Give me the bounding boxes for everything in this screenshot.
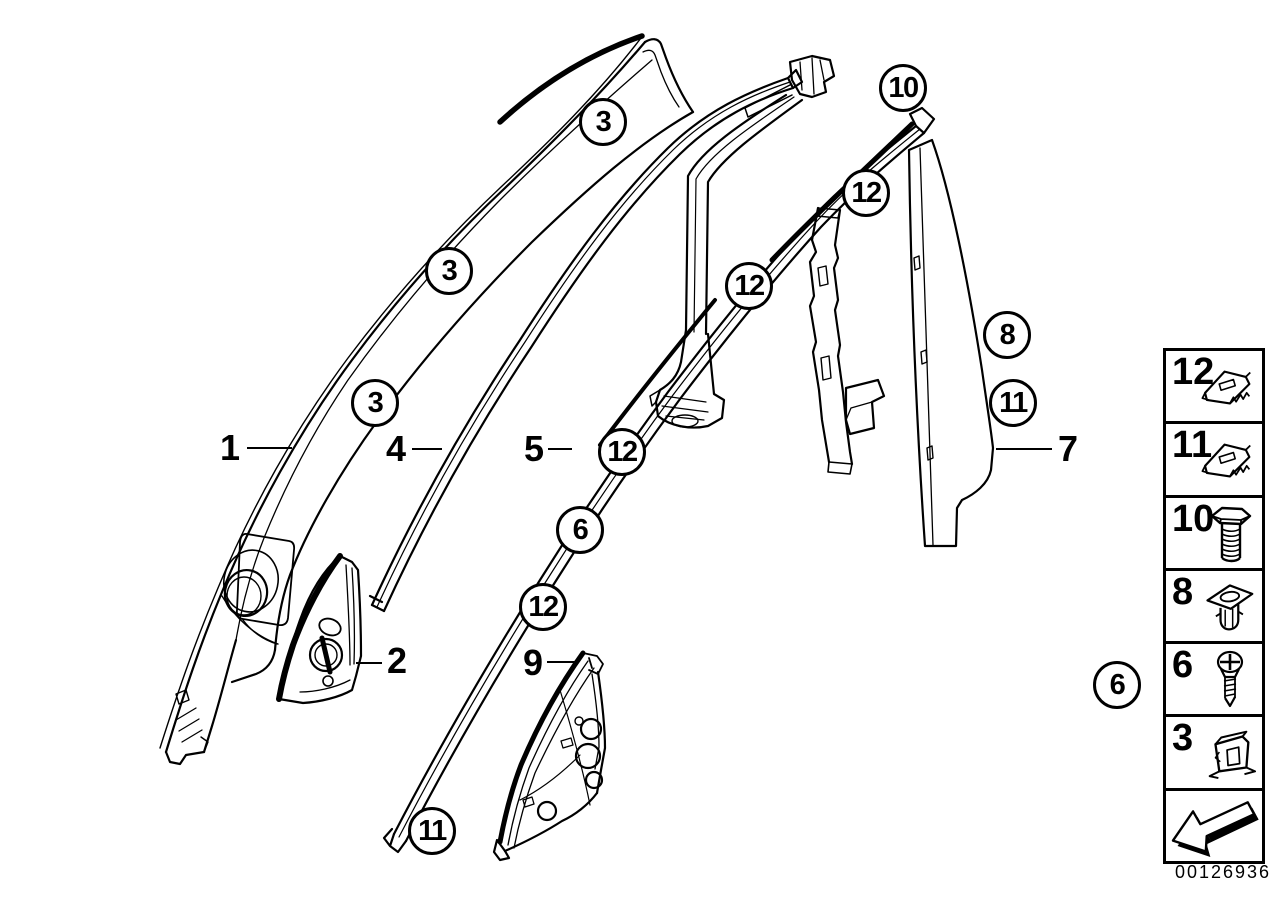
part-label-7[interactable]: 7	[1057, 428, 1079, 469]
callout-3[interactable]: 3	[579, 98, 627, 146]
b-pillar-inner	[649, 54, 836, 429]
legend-row-12[interactable]: 12	[1166, 351, 1262, 425]
legend-row-10[interactable]: 10	[1166, 498, 1262, 571]
finisher-strip-part4	[368, 68, 804, 613]
direction-arrow-icon	[1171, 800, 1259, 857]
legend-number: 3	[1172, 717, 1194, 760]
legend-table: 12 11 10	[1163, 348, 1265, 864]
legend-row-11[interactable]: 11	[1166, 424, 1262, 498]
callout-3[interactable]: 3	[351, 379, 399, 427]
callout-6[interactable]: 6	[556, 506, 604, 554]
callout-12[interactable]: 12	[842, 169, 890, 217]
callout-10[interactable]: 10	[879, 64, 927, 112]
hex-bolt-icon	[1210, 506, 1252, 562]
leader-line	[548, 448, 572, 450]
doc-number: 00126936	[1174, 862, 1272, 882]
leader-line	[547, 661, 577, 663]
part-label-1[interactable]: 1	[219, 427, 241, 468]
window-frame-trim-part1	[159, 33, 695, 766]
part-label-5[interactable]: 5	[523, 428, 545, 469]
callout-12[interactable]: 12	[598, 428, 646, 476]
legend-row-arrow[interactable]	[1166, 791, 1262, 861]
leader-line	[247, 447, 292, 449]
part-label-9[interactable]: 9	[522, 642, 544, 683]
legend-number: 6	[1172, 644, 1194, 687]
callout-12[interactable]: 12	[725, 262, 773, 310]
legend-number: 10	[1172, 497, 1215, 540]
weatherstrip-part5	[382, 106, 936, 854]
retaining-clip-icon	[1208, 731, 1257, 780]
legend-number: 8	[1172, 570, 1194, 613]
mirror-triangle-inner-part9	[492, 650, 607, 862]
leader-line	[996, 448, 1052, 450]
part-label-2[interactable]: 2	[386, 640, 408, 681]
molding-clip-icon	[1201, 370, 1251, 405]
legend-row-8[interactable]: 8	[1166, 570, 1262, 645]
callout-8[interactable]: 8	[983, 311, 1031, 359]
callout-3[interactable]: 3	[425, 247, 473, 295]
molding-clip-icon	[1201, 443, 1251, 478]
legend-row-3[interactable]: 3	[1166, 717, 1262, 791]
b-pillar-outer	[808, 206, 886, 475]
b-pillar-cover-part7	[907, 138, 995, 548]
leader-line	[356, 662, 382, 664]
callout-11[interactable]: 11	[989, 379, 1037, 427]
leader-line	[412, 448, 442, 450]
callout-11[interactable]: 11	[408, 807, 456, 855]
phillips-screw-icon	[1216, 651, 1244, 708]
legend-number: 11	[1172, 424, 1213, 467]
mirror-triangle-outer-part2	[276, 553, 363, 705]
expanding-nut-icon	[1206, 584, 1254, 631]
callout-12[interactable]: 12	[519, 583, 567, 631]
callout-6[interactable]: 6	[1093, 661, 1141, 709]
legend-number: 12	[1172, 351, 1215, 393]
legend-row-6[interactable]: 6	[1166, 644, 1262, 718]
part-label-4[interactable]: 4	[385, 428, 407, 469]
